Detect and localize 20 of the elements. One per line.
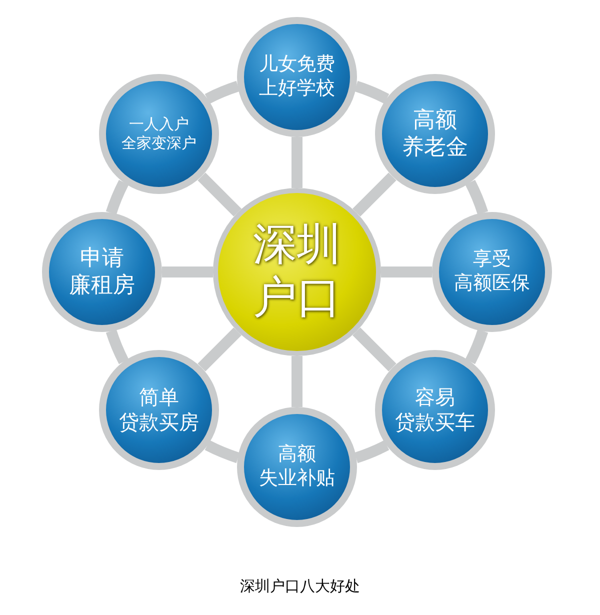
center-label: 深圳户口: [253, 219, 341, 325]
connector: [352, 328, 396, 372]
connector: [198, 172, 242, 216]
benefit-label: 高额养老金: [402, 106, 468, 162]
benefit-label: 申请廉租房: [69, 244, 135, 300]
connector: [198, 328, 242, 372]
connector: [465, 180, 488, 215]
benefit-label: 简单贷款买房: [119, 384, 200, 435]
connector: [292, 137, 302, 188]
benefit-label: 高额失业补贴: [259, 443, 335, 491]
benefit-label: 儿女免费上好学校: [259, 53, 335, 101]
connector: [352, 172, 396, 216]
connector: [292, 356, 302, 407]
benefit-label: 一人入户全家变深户: [122, 115, 197, 153]
benefit-label: 容易贷款买车: [394, 384, 475, 435]
connector: [106, 180, 129, 215]
benefit-label: 享受高额医保: [454, 248, 530, 296]
caption: 深圳户口八大好处: [239, 576, 361, 597]
connector: [162, 266, 213, 278]
connector: [381, 266, 432, 278]
